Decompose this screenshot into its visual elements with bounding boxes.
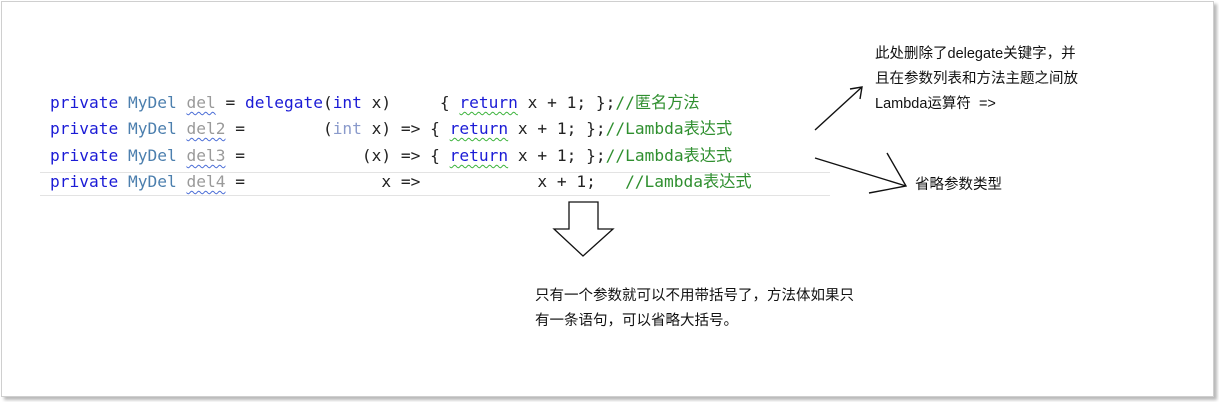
note-delegate-removed: 此处删除了delegate关键字，并 且在参数列表和方法主题之间放 Lambda… bbox=[875, 46, 1078, 112]
param-rest: x) bbox=[361, 93, 392, 112]
keyword-int: int bbox=[332, 93, 362, 112]
type-name: MyDel bbox=[127, 119, 177, 138]
note-omit-param-type: 省略参数类型 bbox=[915, 177, 1002, 193]
keyword-delegate: delegate bbox=[244, 93, 323, 112]
assign-operator: = bbox=[225, 146, 255, 165]
keyword-int: int bbox=[332, 119, 362, 138]
paren-open: ( bbox=[322, 93, 333, 112]
assign-operator: = bbox=[225, 119, 255, 138]
brace-open: { bbox=[439, 93, 460, 112]
keyword-return: return bbox=[449, 146, 509, 165]
keyword-return: return bbox=[459, 93, 518, 112]
lambda-params: (x) => bbox=[361, 146, 431, 165]
variable-name: del2 bbox=[186, 119, 226, 138]
code-line-4: private MyDel del4 = x => x + 1; //Lambd… bbox=[50, 172, 752, 192]
keyword-private: private bbox=[50, 93, 119, 112]
assign-operator: = bbox=[225, 172, 255, 191]
type-name: MyDel bbox=[127, 93, 177, 112]
brace-open: { bbox=[430, 146, 450, 165]
type-name: MyDel bbox=[127, 172, 177, 191]
keyword-private: private bbox=[50, 172, 119, 191]
code-line-3: private MyDel del3 = (x) => { return x +… bbox=[50, 146, 732, 166]
method-body: x + 1; }; bbox=[517, 93, 616, 112]
down-arrow-icon bbox=[552, 201, 615, 257]
variable-name: del4 bbox=[186, 172, 226, 191]
keyword-private: private bbox=[50, 119, 119, 138]
code-comment: //匿名方法 bbox=[615, 93, 700, 112]
variable-name: del3 bbox=[186, 146, 226, 165]
method-body: x + 1; }; bbox=[508, 146, 606, 165]
lambda-params: x => bbox=[381, 172, 431, 191]
keyword-private: private bbox=[50, 146, 119, 165]
type-name: MyDel bbox=[127, 146, 177, 165]
code-comment: //Lambda表达式 bbox=[605, 146, 733, 165]
arrow-to-middle-note-icon bbox=[814, 152, 908, 194]
method-body: x + 1; bbox=[537, 172, 626, 191]
param-rest: x) => bbox=[361, 119, 431, 138]
keyword-return: return bbox=[449, 119, 509, 138]
brace-open: { bbox=[430, 119, 450, 138]
code-line-2: private MyDel del2 = (int x) => { return… bbox=[50, 119, 732, 139]
code-comment: //Lambda表达式 bbox=[605, 119, 733, 138]
assign-operator: = bbox=[215, 93, 245, 112]
note-omit-parens-braces: 只有一个参数就可以不用带括号了，方法体如果只 有一条语句，可以省略大括号。 bbox=[535, 288, 854, 329]
code-comment: //Lambda表达式 bbox=[625, 172, 752, 191]
arrow-to-top-note-icon bbox=[814, 86, 863, 131]
variable-name: del bbox=[186, 93, 216, 112]
code-line-1: private MyDel del = delegate(int x) { re… bbox=[50, 93, 700, 113]
paren-open: ( bbox=[322, 119, 333, 138]
method-body: x + 1; }; bbox=[508, 119, 606, 138]
current-line-highlight bbox=[40, 172, 830, 196]
